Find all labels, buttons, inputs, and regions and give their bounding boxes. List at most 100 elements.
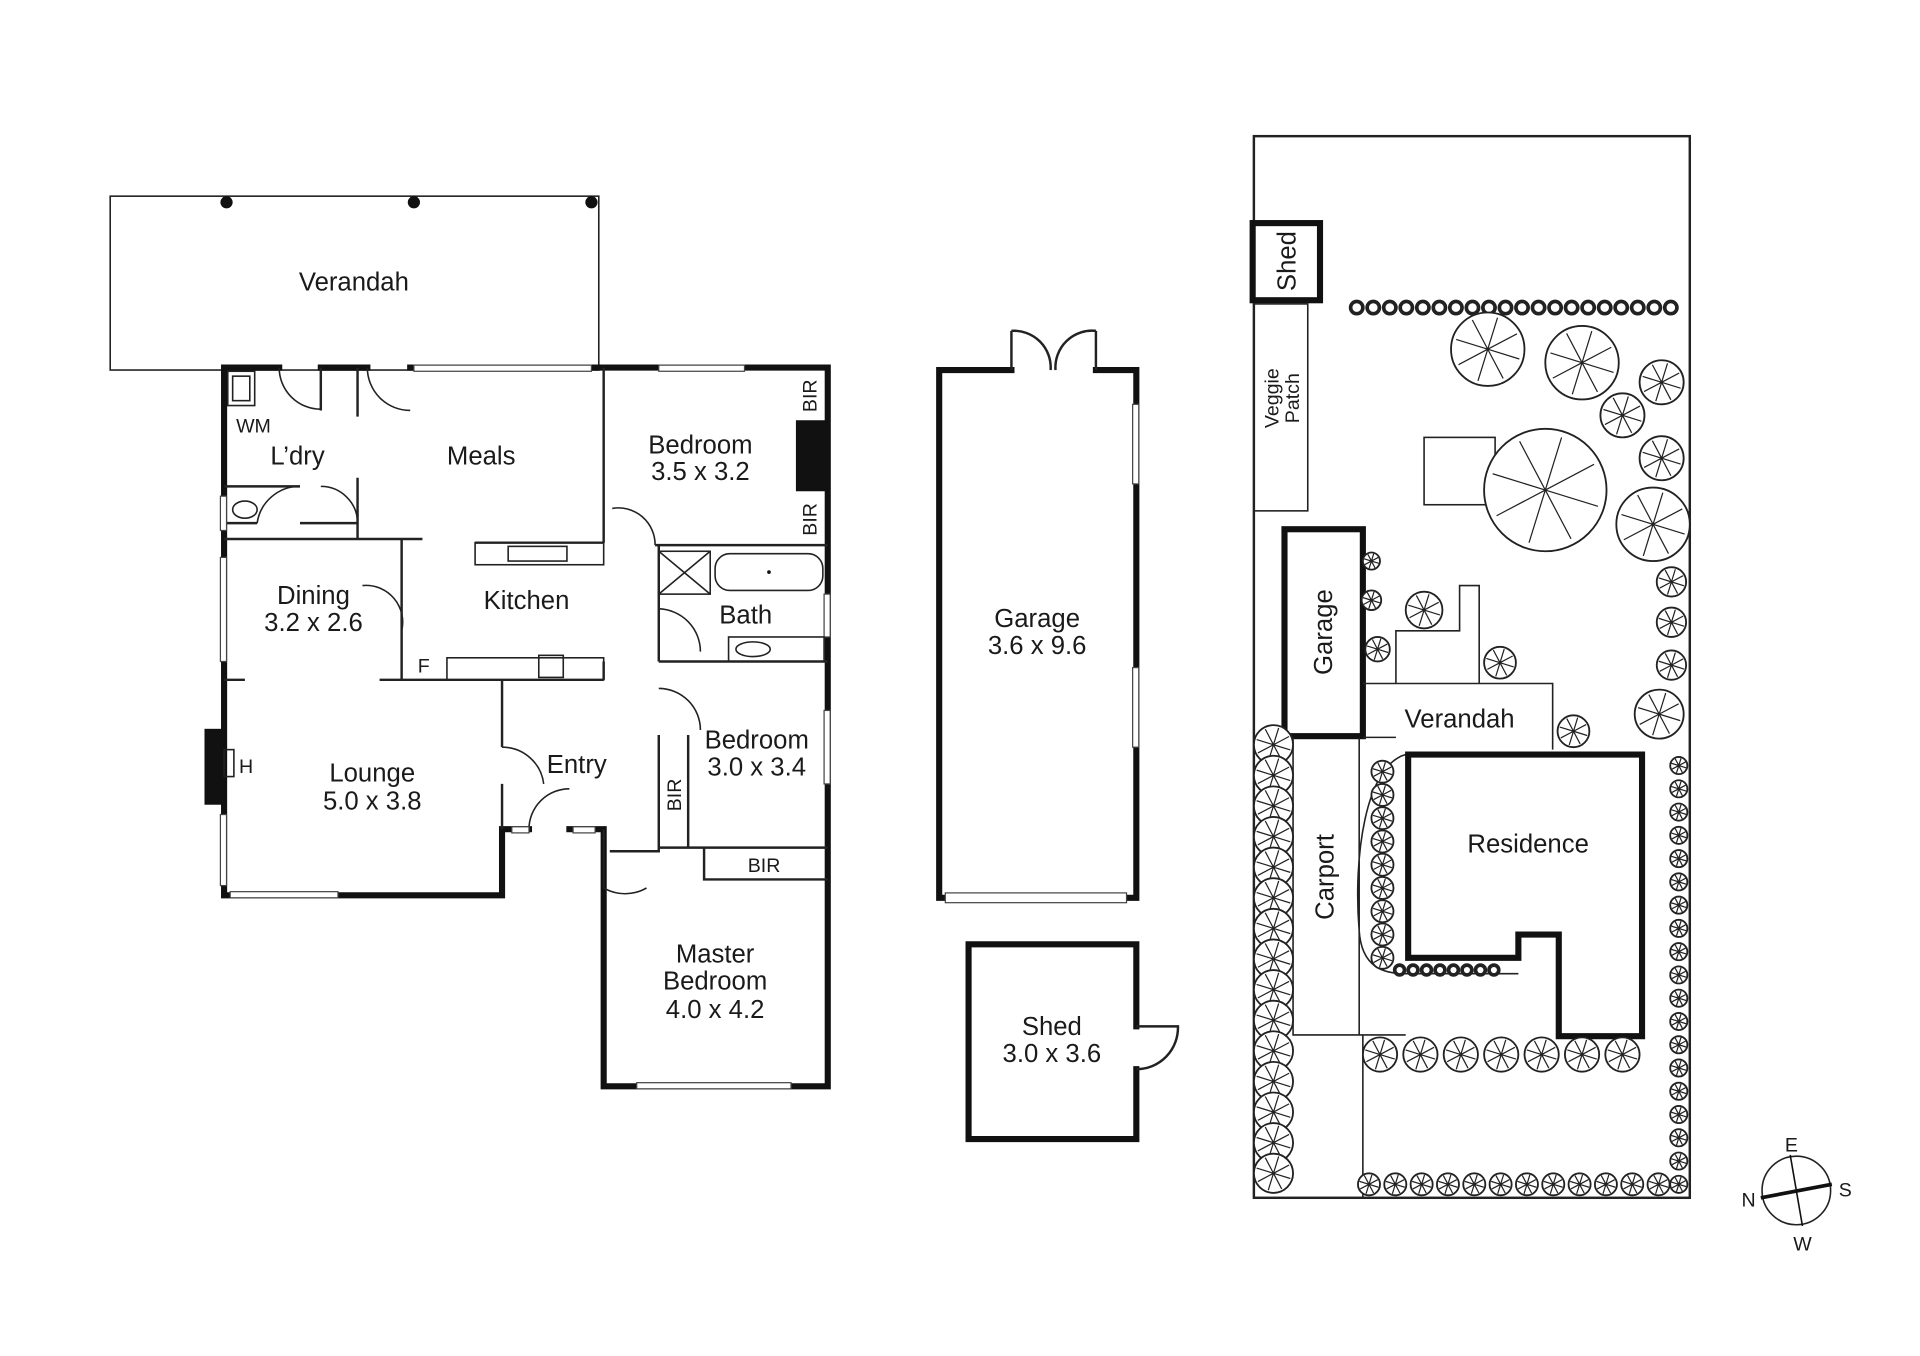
bedroom1-size: 3.5 x 3.2 bbox=[651, 458, 750, 486]
compass: E N S W bbox=[1742, 1134, 1852, 1255]
tree-branches bbox=[1569, 1174, 1590, 1194]
tree-branches bbox=[1671, 1130, 1687, 1146]
shed: Shed 3.0 x 3.6 bbox=[965, 941, 1180, 1143]
tree-icon bbox=[1365, 299, 1382, 316]
tree-branches bbox=[1372, 948, 1393, 968]
tree-branches bbox=[1658, 609, 1685, 636]
tree-icon bbox=[1596, 299, 1613, 316]
tree-icon bbox=[1487, 963, 1501, 977]
tree-branches bbox=[1359, 1174, 1379, 1194]
lounge-size: 5.0 x 3.8 bbox=[323, 788, 422, 816]
tree-branches bbox=[1372, 878, 1393, 898]
tree-branches bbox=[1671, 1153, 1687, 1169]
tree-branches bbox=[1642, 439, 1681, 478]
tree-icon bbox=[1629, 299, 1646, 316]
tree-branches bbox=[1671, 827, 1687, 843]
tree-branches bbox=[1671, 1013, 1687, 1030]
tree-branches bbox=[1658, 652, 1685, 678]
bir4-label: BIR bbox=[748, 855, 781, 877]
tree-branches bbox=[1671, 990, 1687, 1006]
site-garage-label: Garage bbox=[1310, 589, 1338, 675]
bir3-label: BIR bbox=[664, 779, 686, 812]
tree-branches bbox=[1526, 1039, 1557, 1070]
residence-label: Residence bbox=[1467, 830, 1588, 858]
trees bbox=[1252, 299, 1691, 1197]
shed-size: 3.0 x 3.6 bbox=[1003, 1040, 1102, 1068]
tree-icon bbox=[1646, 299, 1663, 316]
kitchen-label: Kitchen bbox=[484, 587, 570, 615]
tree-branches bbox=[1671, 1083, 1687, 1099]
tree-branches bbox=[1408, 594, 1441, 627]
tree-branches bbox=[1256, 788, 1291, 823]
tree-icon bbox=[1348, 299, 1365, 316]
heater-label: H bbox=[239, 756, 253, 778]
tree-branches bbox=[1671, 874, 1687, 890]
tree-branches bbox=[1464, 1174, 1484, 1194]
tree-branches bbox=[1372, 901, 1393, 921]
tree-icon bbox=[1580, 299, 1597, 316]
tree-branches bbox=[1372, 855, 1393, 875]
veggie-label-2: Patch bbox=[1282, 373, 1304, 423]
tree-icon bbox=[1419, 963, 1434, 977]
tree-branches bbox=[1603, 396, 1642, 435]
tree-branches bbox=[1671, 1060, 1687, 1076]
tree-icon bbox=[1613, 299, 1630, 316]
tree-icon bbox=[1414, 299, 1431, 316]
tree-branches bbox=[1372, 831, 1393, 852]
tree-branches bbox=[1671, 920, 1687, 936]
tree-branches bbox=[1256, 880, 1291, 915]
site-verandah-label: Verandah bbox=[1405, 706, 1515, 734]
tree-icon bbox=[1514, 299, 1530, 316]
tree-branches bbox=[1411, 1174, 1432, 1194]
tree-branches bbox=[1607, 1039, 1638, 1070]
master-name2: Bedroom bbox=[663, 968, 767, 996]
tree-branches bbox=[1365, 1039, 1395, 1070]
tree-icon bbox=[1530, 299, 1547, 316]
tree-branches bbox=[1671, 1037, 1687, 1053]
site-plan: Shed Veggie Patch Garage Verandah Carpor… bbox=[1249, 134, 1692, 1200]
tree-branches bbox=[1671, 804, 1687, 820]
tree-branches bbox=[1671, 897, 1687, 913]
tree-icon bbox=[1392, 963, 1407, 977]
tree-branches bbox=[1256, 1064, 1291, 1099]
master-name1: Master bbox=[676, 941, 755, 969]
tree-branches bbox=[1671, 967, 1687, 983]
tree-branches bbox=[1567, 1039, 1597, 1070]
tree-branches bbox=[1256, 819, 1291, 854]
master-size: 4.0 x 4.2 bbox=[666, 996, 765, 1024]
bir1-label: BIR bbox=[800, 379, 822, 412]
dining-name: Dining bbox=[277, 582, 350, 610]
compass-s: S bbox=[1839, 1180, 1852, 1202]
tree-branches bbox=[1642, 363, 1681, 402]
tree-branches bbox=[1438, 1174, 1458, 1194]
wm-label: WM bbox=[236, 415, 271, 437]
meals-label: Meals bbox=[447, 442, 516, 470]
tree-branches bbox=[1256, 1003, 1291, 1038]
tree-icon bbox=[1460, 963, 1474, 977]
tree-branches bbox=[1256, 1033, 1291, 1068]
tree-branches bbox=[1550, 330, 1614, 395]
tree-branches bbox=[1486, 1039, 1517, 1070]
tree-icon bbox=[1447, 299, 1464, 316]
tree-branches bbox=[1256, 727, 1291, 762]
tree-icon bbox=[1433, 963, 1447, 977]
tree-branches bbox=[1648, 1174, 1669, 1194]
tree-branches bbox=[1671, 944, 1687, 960]
fridge-label: F bbox=[418, 655, 430, 677]
tree-branches bbox=[1671, 1176, 1687, 1192]
tree-icon bbox=[1547, 299, 1564, 316]
bath-label: Bath bbox=[719, 602, 772, 630]
tree-branches bbox=[1256, 758, 1291, 793]
tree-branches bbox=[1256, 1156, 1291, 1191]
garage: Garage 3.6 x 9.6 bbox=[936, 329, 1140, 904]
verandah-label: Verandah bbox=[299, 268, 409, 296]
veggie-label-1: Veggie bbox=[1261, 368, 1283, 428]
tree-branches bbox=[1490, 1174, 1511, 1194]
tree-branches bbox=[1363, 553, 1379, 569]
lounge-name: Lounge bbox=[329, 759, 415, 787]
tree-branches bbox=[1256, 911, 1291, 946]
tree-branches bbox=[1455, 317, 1520, 381]
tree-icon bbox=[1381, 299, 1398, 316]
tree-branches bbox=[1372, 808, 1393, 828]
